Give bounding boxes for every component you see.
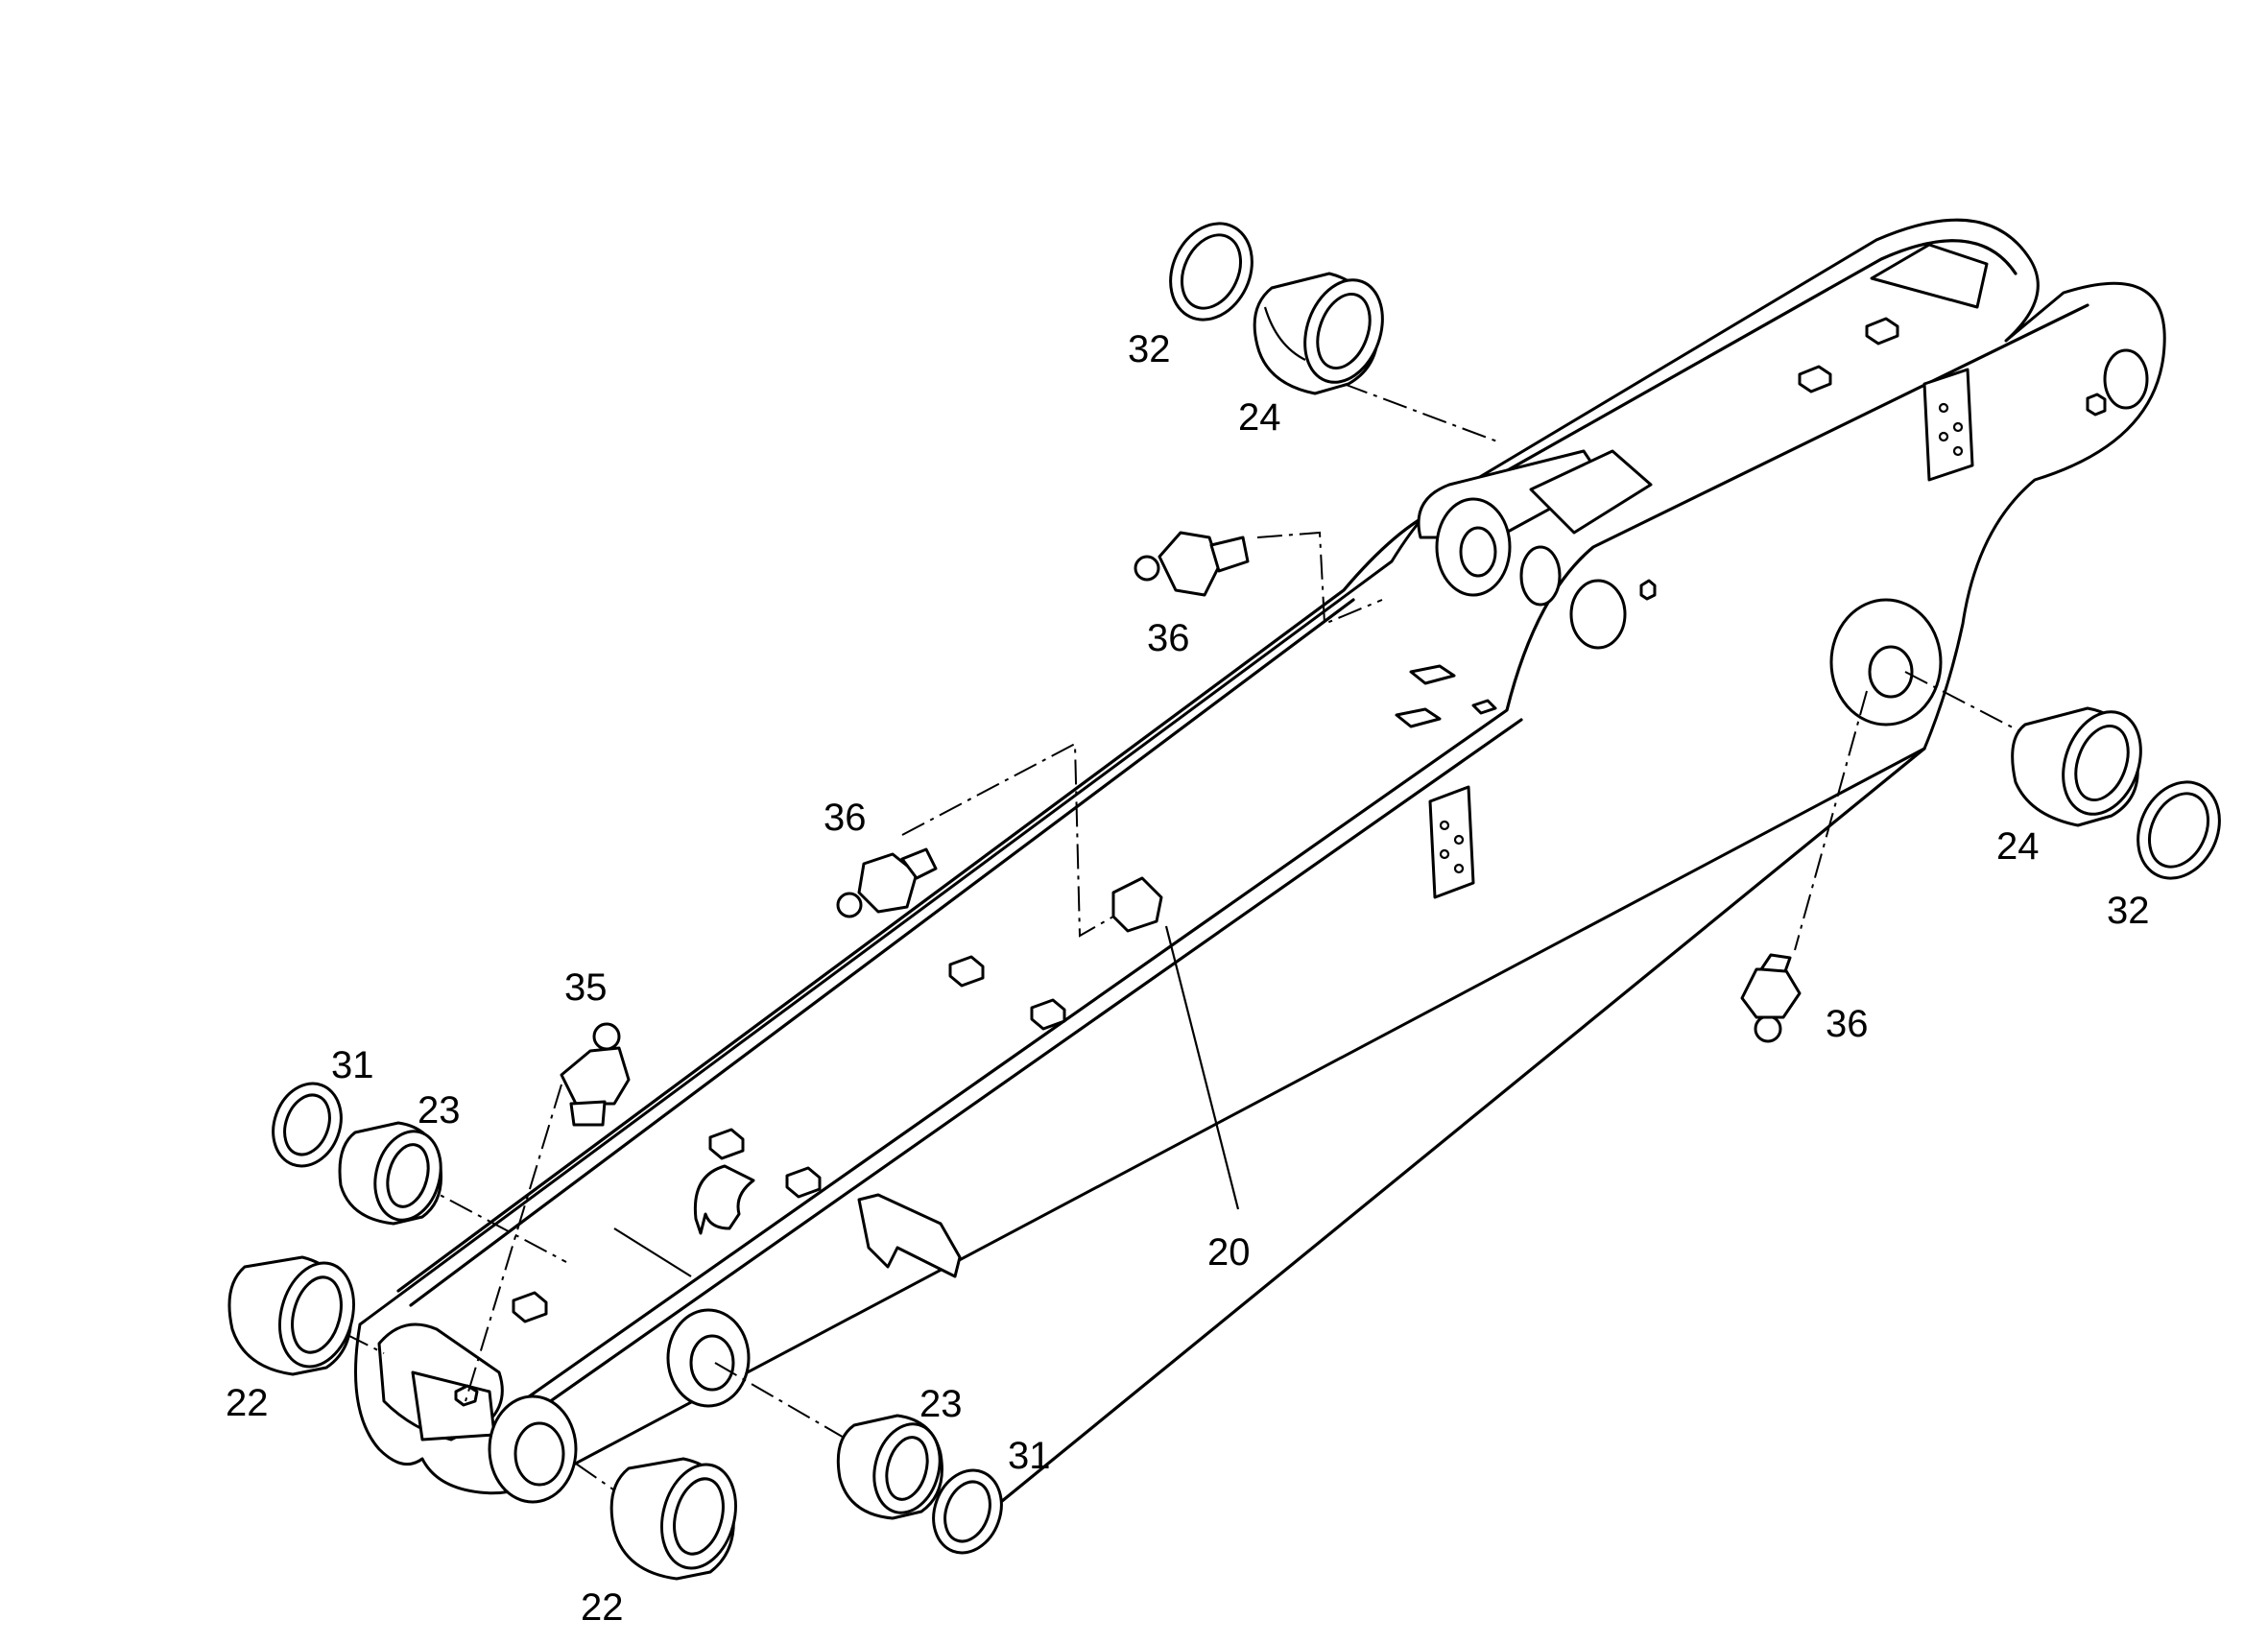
grease-nipple-36-left [836,847,938,918]
callout-31-bottom: 31 [1008,1435,1051,1477]
callout-23-bottom: 23 [919,1383,963,1425]
grease-nipple-36-right [1740,953,1802,1043]
arm-body [354,218,2166,1537]
grease-nipple-36-top [1134,531,1250,597]
callout-32-top: 32 [1128,328,1171,370]
seal-ring-32-top [1169,222,1253,322]
seal-ring-31-left [272,1082,343,1168]
assembly-lines [345,383,2036,1508]
callout-32-right: 32 [2107,890,2150,932]
bushing-22-bottom [609,1457,737,1581]
bushing-22-left [227,1255,355,1376]
bushing-24-right [2011,706,2142,827]
callout-31-left: 31 [331,1044,374,1086]
callout-22-bottom: 22 [581,1586,624,1629]
grease-nipple-35 [560,1022,631,1127]
seal-ring-32-right [2137,780,2221,880]
callout-36-left: 36 [824,797,867,839]
bushing-23-left [338,1121,443,1226]
callout-36-right: 36 [1826,1003,1869,1045]
bushing-24-top [1253,272,1384,395]
callout-labels: 32 24 36 36 24 32 36 35 31 23 20 22 23 3… [226,328,2150,1629]
plate-middle [1428,785,1475,899]
bushing-23-bottom [836,1414,943,1520]
callout-23-left: 23 [418,1089,461,1132]
callout-24-right: 24 [1996,825,2040,868]
callout-35: 35 [564,966,608,1009]
callout-22-left: 22 [226,1382,269,1424]
plate-upper [1922,368,1974,482]
seal-ring-31-bottom [932,1468,1003,1555]
callout-24-top: 24 [1238,396,1281,439]
callout-36-top: 36 [1147,617,1190,659]
callout-20: 20 [1207,1231,1251,1274]
